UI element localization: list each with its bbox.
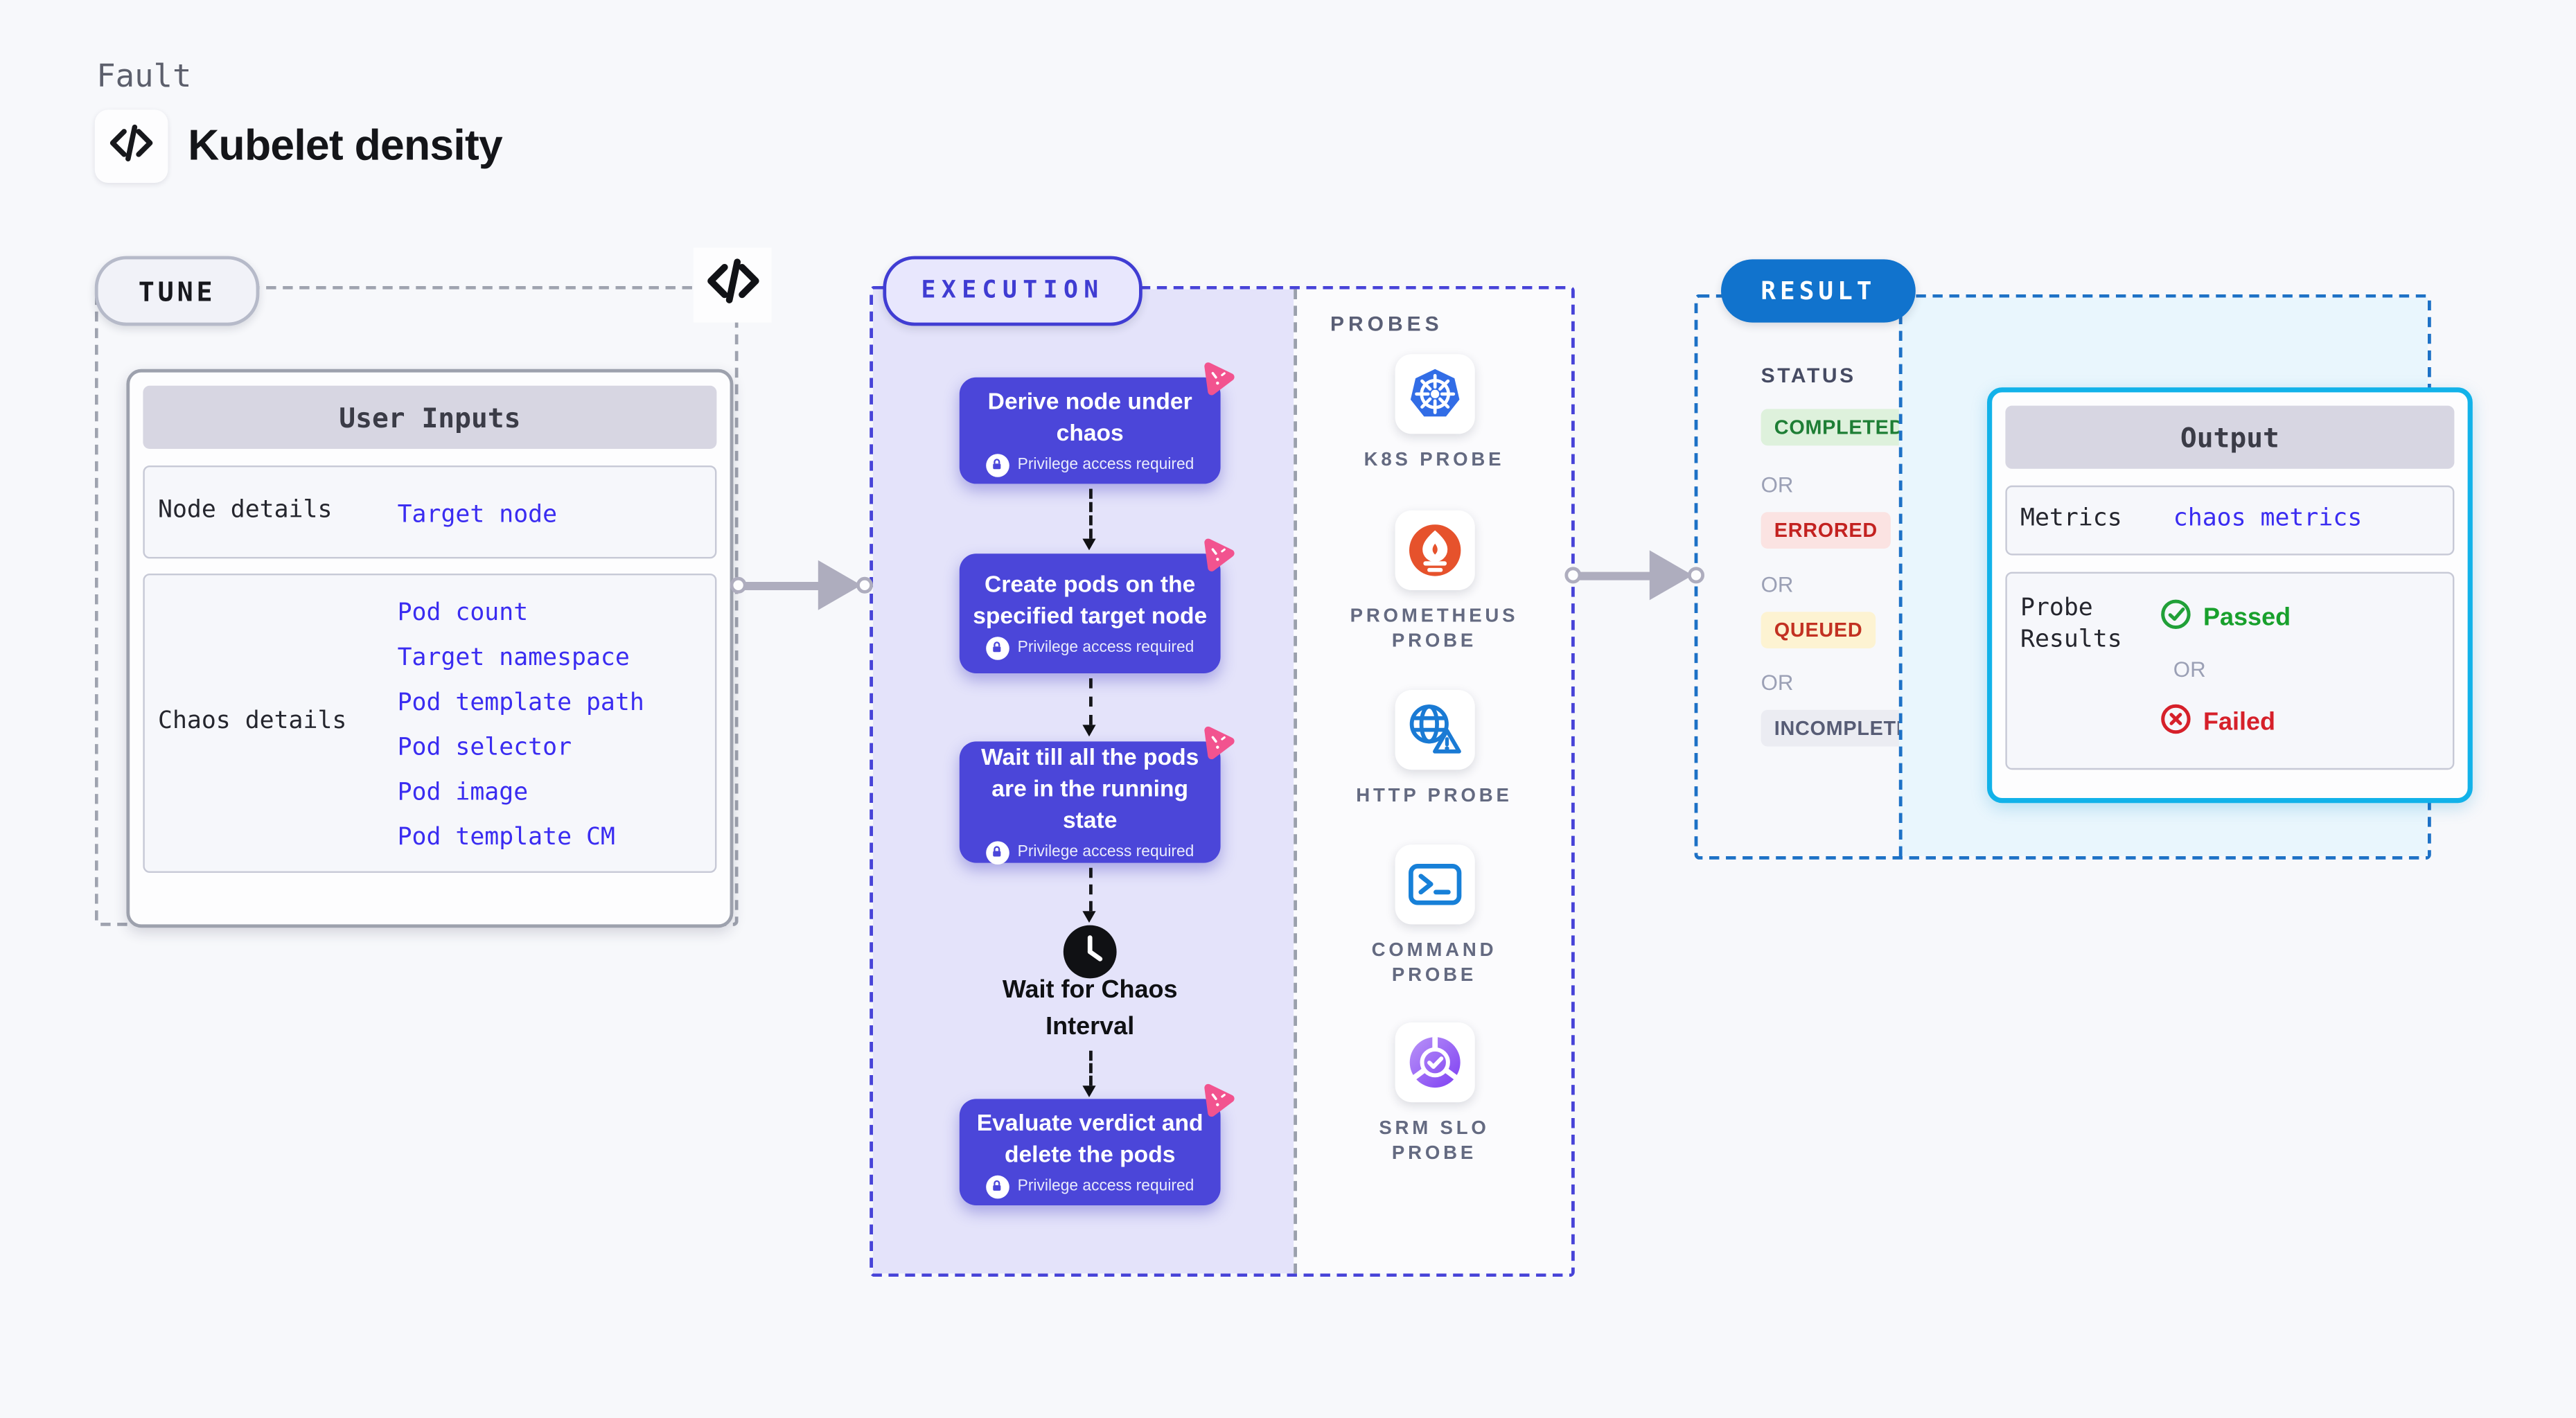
tune-code-icon-badge	[693, 247, 772, 323]
link-pod-count[interactable]: Pod count	[397, 600, 529, 627]
privilege-note: Privilege access required	[1017, 455, 1194, 474]
lock-icon	[986, 636, 1009, 659]
chaos-pin-icon	[1197, 723, 1238, 764]
failed-label: Failed	[2203, 708, 2276, 737]
prometheus-icon	[1394, 510, 1474, 591]
user-inputs-card: User Inputs Node details Target node Cha…	[126, 369, 734, 928]
flow-connector	[1088, 678, 1092, 725]
passed-label: Passed	[2203, 603, 2291, 632]
execution-badge: EXECUTION	[883, 256, 1143, 326]
privilege-note: Privilege access required	[1017, 638, 1194, 657]
failed-x-icon	[2160, 703, 2192, 741]
probe-label: HTTP PROBE	[1356, 786, 1512, 806]
step-title: Wait till all the pods are in the runnin…	[981, 742, 1199, 833]
status-column: STATUS COMPLETED OR ERRORED OR QUEUED OR…	[1697, 298, 1939, 856]
flow-connector	[1088, 1050, 1092, 1086]
arrow-tune-to-execution	[730, 560, 873, 610]
code-icon-badge	[94, 109, 168, 183]
chaos-pin-icon	[1197, 1080, 1238, 1122]
step-title: Create pods on the specified target node	[973, 569, 1208, 628]
arrow-execution-to-result	[1564, 550, 1704, 601]
slo-donut-icon	[1394, 1022, 1474, 1103]
privilege-note: Privilege access required	[1017, 842, 1194, 862]
page-title: Kubelet density	[188, 119, 503, 170]
or-label: OR	[1761, 472, 1794, 497]
link-pod-template-path[interactable]: Pod template path	[397, 690, 644, 717]
link-target-namespace[interactable]: Target namespace	[397, 645, 630, 672]
or-label: OR	[2173, 657, 2206, 682]
flow-arrowhead	[1082, 911, 1095, 923]
lock-icon	[986, 453, 1009, 477]
or-label: OR	[1761, 670, 1794, 695]
lock-icon	[986, 1174, 1009, 1198]
output-panel: Output Metrics chaos metrics Probe Resul…	[1898, 297, 2473, 857]
fault-kind-label: Fault	[96, 58, 192, 95]
execution-section: Derive node under chaos Privilege access…	[870, 285, 1575, 1277]
flow-arrowhead	[1082, 1085, 1095, 1098]
flow-arrowhead	[1082, 725, 1095, 737]
step-evaluate-verdict: Evaluate verdict and delete the pods Pri…	[959, 1083, 1235, 1206]
metrics-row: Metrics chaos metrics	[2005, 485, 2455, 556]
link-pod-selector[interactable]: Pod selector	[397, 734, 572, 762]
status-badge-queued: QUEUED	[1761, 612, 1876, 649]
output-card: Output Metrics chaos metrics Probe Resul…	[1987, 387, 2473, 804]
flow-connector	[1088, 867, 1092, 912]
link-pod-image[interactable]: Pod image	[397, 779, 529, 806]
step-create-pods: Create pods on the specified target node…	[959, 538, 1235, 674]
probe-k8s: K8S PROBE	[1297, 354, 1571, 474]
step-derive-node: Derive node under chaos Privilege access…	[959, 362, 1235, 484]
status-badge-completed: COMPLETED	[1761, 409, 1918, 446]
code-icon	[107, 117, 157, 175]
probe-results-label: Probe Results	[2020, 595, 2122, 654]
flow-arrowhead	[1082, 538, 1095, 551]
link-target-node[interactable]: Target node	[397, 502, 558, 529]
chaos-pin-icon	[1197, 358, 1238, 400]
chaos-details-row: Chaos details Pod count Target namespace…	[143, 574, 717, 873]
node-details-row: Node details Target node	[143, 466, 717, 559]
lock-icon	[986, 840, 1009, 864]
clock-icon	[1063, 924, 1118, 987]
probes-heading: PROBES	[1330, 312, 1443, 336]
link-pod-template-cm[interactable]: Pod template CM	[397, 824, 615, 851]
or-label: OR	[1761, 571, 1794, 597]
probe-label: K8S PROBE	[1364, 450, 1505, 471]
step-title: Evaluate verdict and delete the pods	[976, 1108, 1203, 1167]
probe-label: PROMETHEUS PROBE	[1350, 607, 1519, 652]
probe-http: HTTP PROBE	[1297, 690, 1571, 810]
wait-for-chaos-interval-label: Wait for Chaos Interval	[1002, 975, 1178, 1041]
probe-command: COMMAND PROBE	[1297, 844, 1571, 989]
chaos-details-label: Chaos details	[158, 708, 347, 735]
status-heading: STATUS	[1761, 364, 1856, 388]
probe-prometheus: PROMETHEUS PROBE	[1297, 510, 1571, 655]
user-inputs-header: User Inputs	[143, 385, 717, 449]
chaos-pin-icon	[1197, 535, 1238, 576]
result-section: STATUS COMPLETED OR ERRORED OR QUEUED OR…	[1694, 294, 2473, 860]
http-globe-icon	[1394, 690, 1474, 770]
code-icon	[703, 251, 762, 319]
result-badge: RESULT	[1721, 259, 1916, 323]
probe-label: SRM SLO PROBE	[1379, 1119, 1490, 1164]
output-header: Output	[2005, 405, 2455, 469]
passed-check-icon	[2160, 599, 2192, 637]
step-wait-pods-running: Wait till all the pods are in the runnin…	[959, 726, 1235, 864]
terminal-icon	[1394, 844, 1474, 925]
kubernetes-icon	[1394, 354, 1474, 434]
node-details-label: Node details	[158, 497, 333, 524]
probe-results-row: Probe Results Passed OR	[2005, 571, 2455, 770]
probes-panel: PROBES	[1294, 289, 1571, 1274]
status-badge-errored: ERRORED	[1761, 512, 1891, 549]
execution-flow-panel: Derive node under chaos Privilege access…	[873, 289, 1294, 1274]
probe-label: COMMAND PROBE	[1371, 941, 1497, 986]
flow-connector	[1088, 488, 1092, 539]
tune-badge: TUNE	[94, 256, 260, 326]
probe-srm-slo: SRM SLO PROBE	[1297, 1022, 1571, 1167]
link-chaos-metrics[interactable]: chaos metrics	[2173, 505, 2363, 532]
step-title: Derive node under chaos	[987, 387, 1192, 445]
metrics-label: Metrics	[2020, 505, 2122, 532]
privilege-note: Privilege access required	[1017, 1177, 1194, 1196]
